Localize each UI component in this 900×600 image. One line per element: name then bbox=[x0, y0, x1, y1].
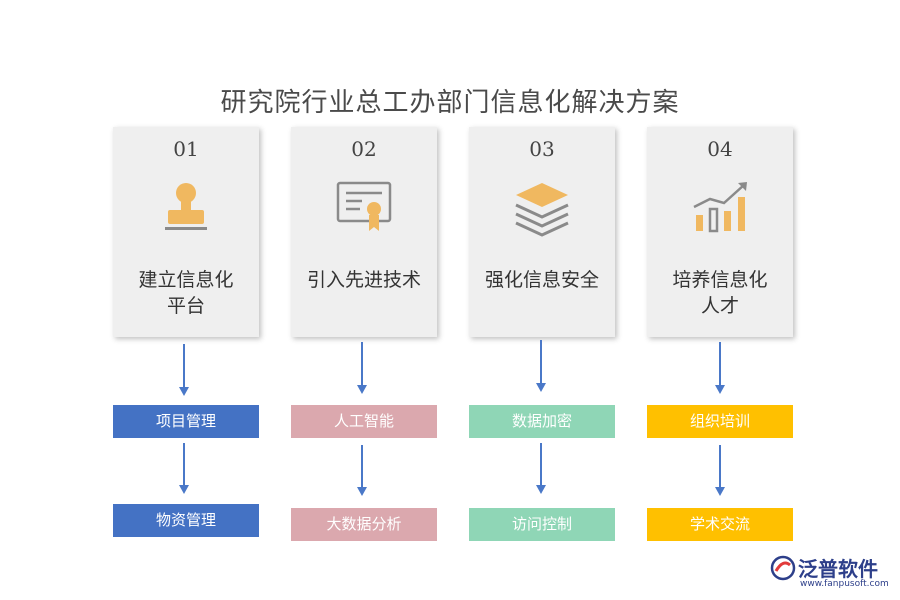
growth-chart-icon bbox=[693, 182, 747, 233]
card-number: 01 bbox=[173, 137, 199, 161]
arrow-down-icon bbox=[178, 344, 190, 396]
arrow-down-icon bbox=[356, 342, 368, 394]
card-number: 04 bbox=[707, 137, 733, 161]
step-box: 学术交流 bbox=[647, 508, 793, 541]
card-label: 引入先进技术 bbox=[306, 269, 421, 291]
step-box: 大数据分析 bbox=[291, 508, 437, 541]
card-number: 03 bbox=[529, 137, 555, 161]
card-label: 强化信息安全 bbox=[484, 269, 599, 291]
brand-logo: 泛普软件 www.fanpusoft.com bbox=[770, 553, 895, 593]
page-title: 研究院行业总工办部门信息化解决方案 bbox=[220, 88, 680, 118]
card-1: 01 建立信息化 平台 bbox=[113, 127, 259, 337]
step-box: 访问控制 bbox=[469, 508, 615, 541]
step-box: 项目管理 bbox=[113, 405, 259, 438]
arrow-down-icon bbox=[714, 445, 726, 497]
card-label: 建立信息化 平台 bbox=[138, 269, 234, 317]
arrow-down-icon bbox=[535, 443, 547, 495]
card-label: 培养信息化 人才 bbox=[672, 269, 768, 317]
logo-mark-icon bbox=[770, 555, 796, 581]
step-box: 数据加密 bbox=[469, 405, 615, 438]
step-box: 人工智能 bbox=[291, 405, 437, 438]
step-box: 组织培训 bbox=[647, 405, 793, 438]
logo-brand-text: 泛普软件 bbox=[798, 557, 878, 581]
layers-icon bbox=[515, 183, 569, 237]
card-number: 02 bbox=[351, 137, 377, 161]
step-box: 物资管理 bbox=[113, 504, 259, 537]
arrow-down-icon bbox=[356, 445, 368, 497]
arrow-down-icon bbox=[714, 342, 726, 394]
arrow-down-icon bbox=[535, 340, 547, 392]
certificate-icon bbox=[336, 181, 392, 231]
card-3: 03 强化信息安全 bbox=[469, 127, 615, 337]
stamp-icon bbox=[165, 183, 207, 230]
card-4: 04 培养信息化 人才 bbox=[647, 127, 793, 337]
card-2: 02 引入先进技术 bbox=[291, 127, 437, 337]
logo-url-text: www.fanpusoft.com bbox=[800, 579, 889, 589]
arrow-down-icon bbox=[178, 443, 190, 495]
